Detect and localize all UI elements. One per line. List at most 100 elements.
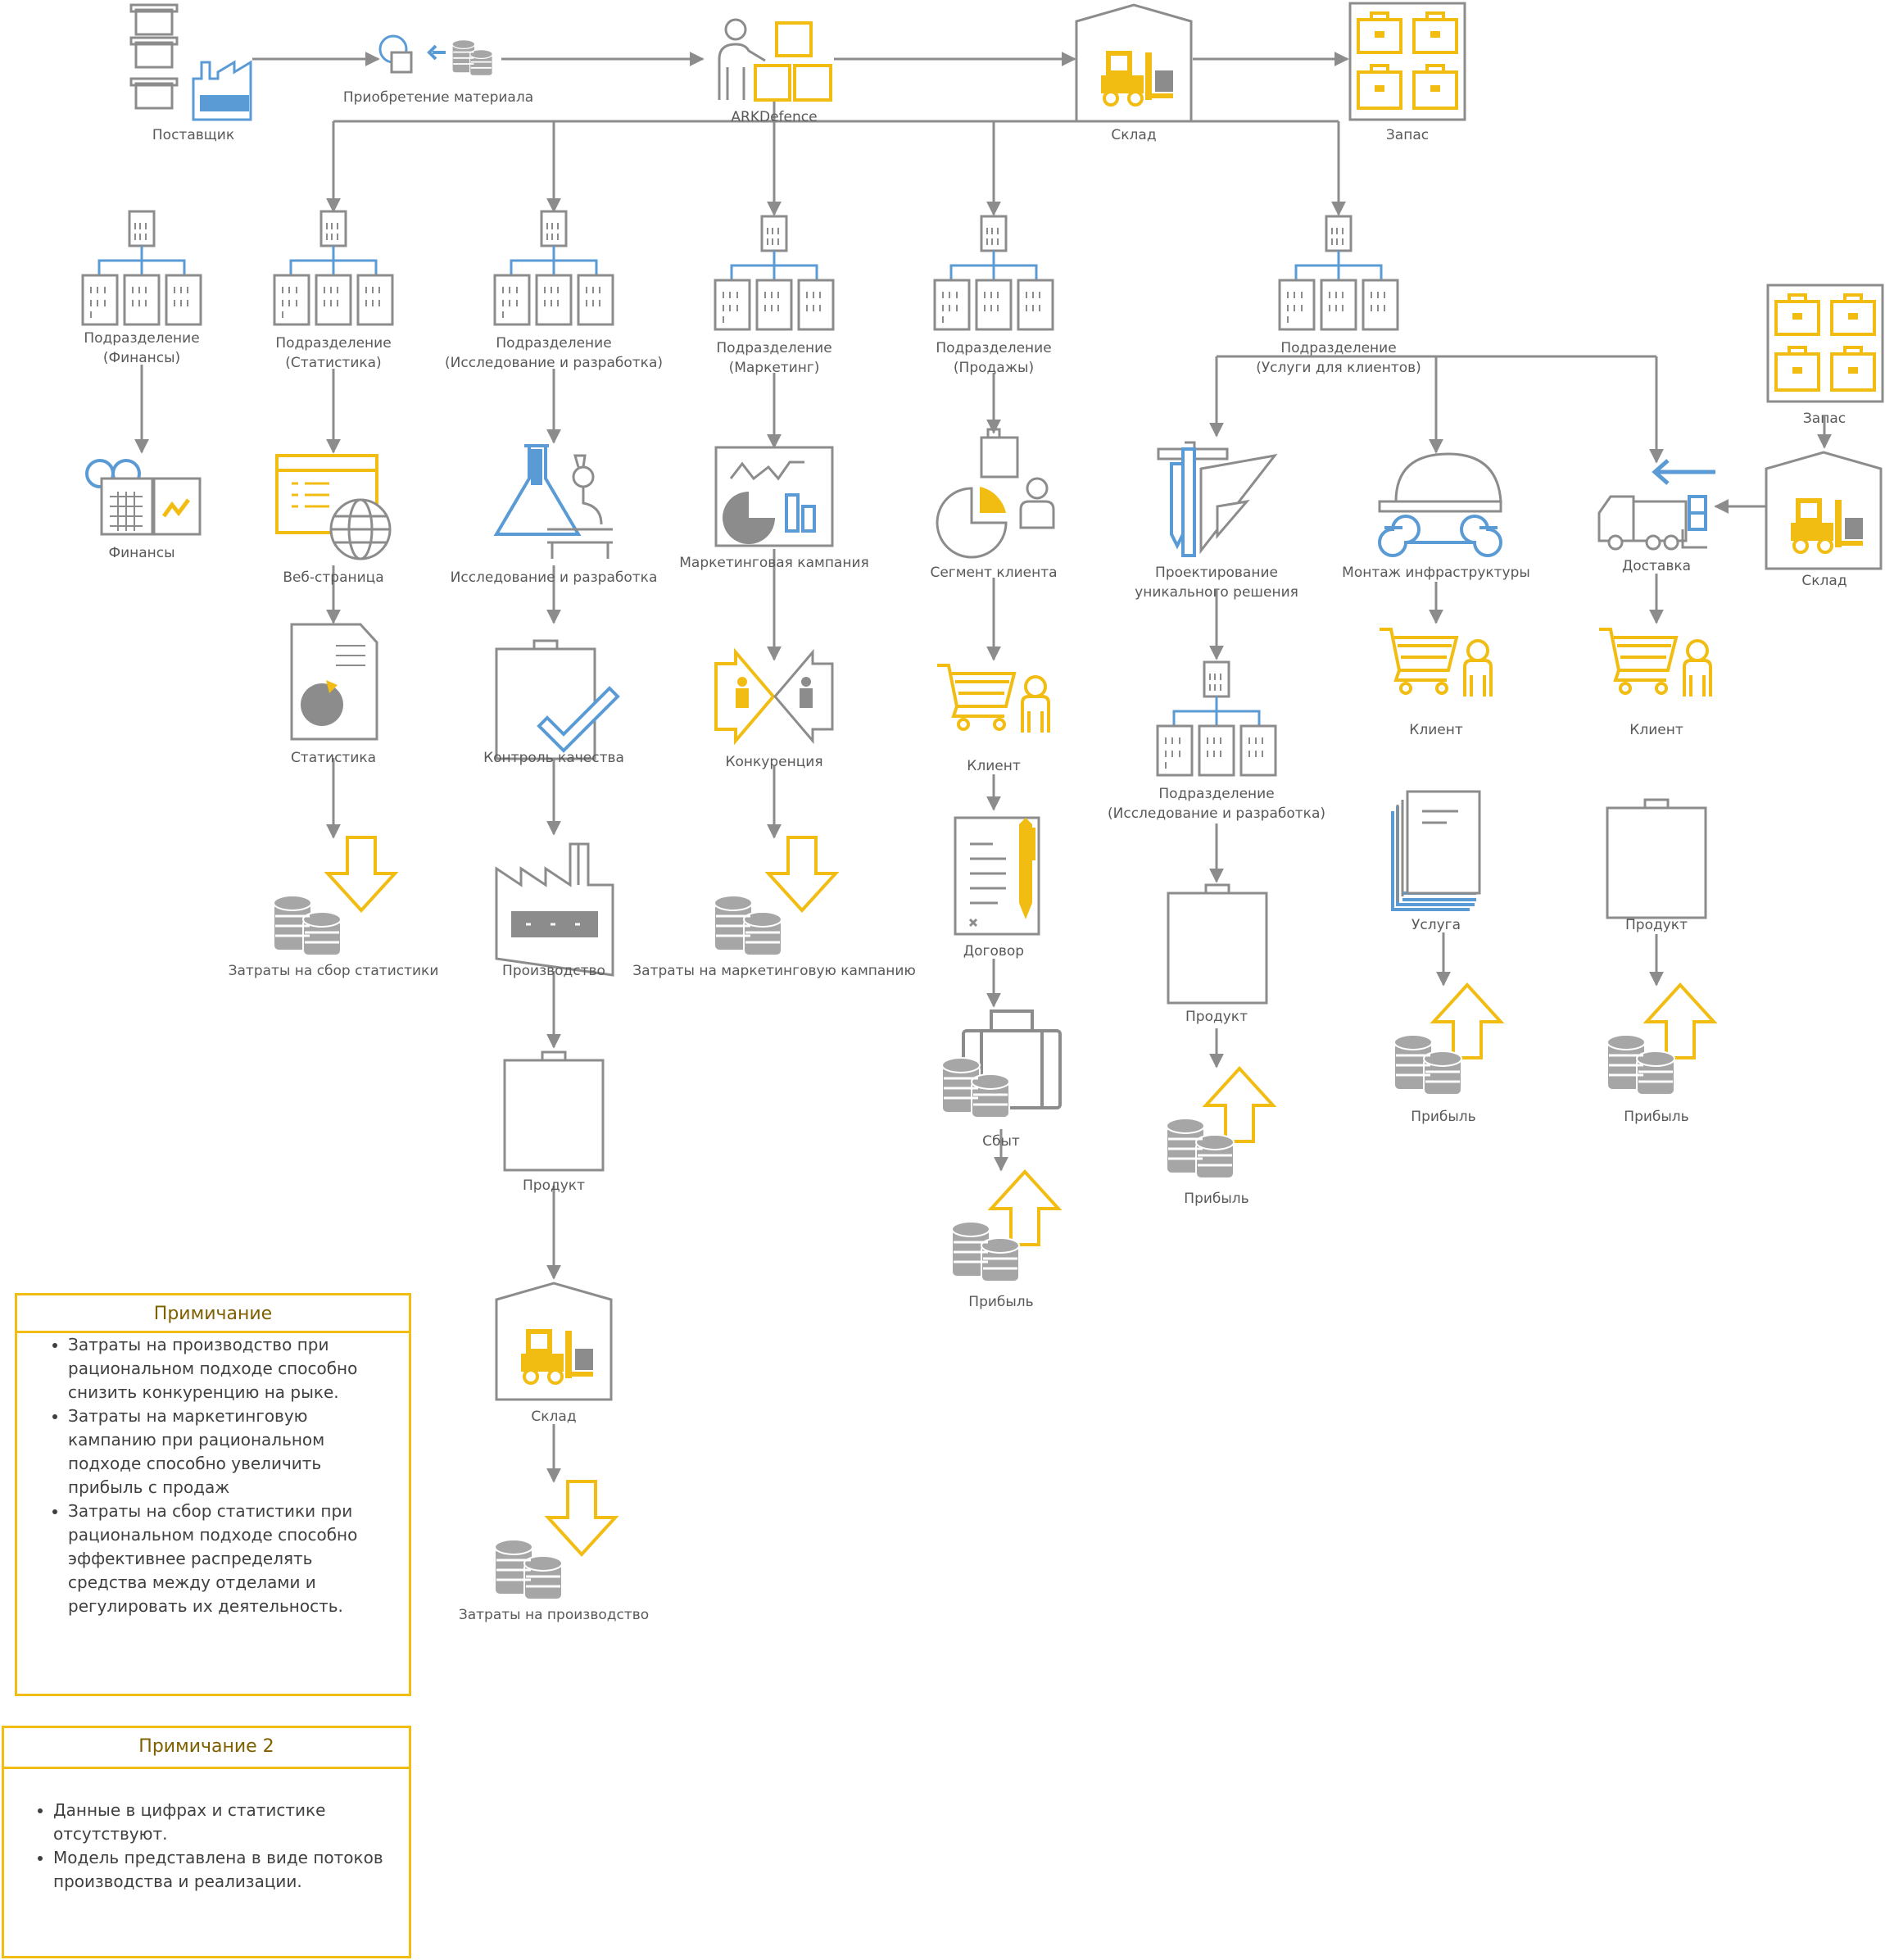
supplier-label: Поставщик [152, 127, 234, 143]
client-sales-label: Клиент [967, 758, 1021, 774]
note1-item: Затраты на производство при рациональном… [68, 1333, 392, 1404]
sales-div-line2: (Продажы) [954, 360, 1034, 376]
stock-right-node: Запас [1766, 284, 1884, 427]
client-delivery-label: Клиент [1629, 722, 1683, 738]
note1-item: Затраты на маркетинговую кампанию при ра… [68, 1404, 392, 1499]
note2-item: Данные в цифрах и статистике отсутствуют… [53, 1799, 392, 1846]
factory-icon [192, 60, 252, 121]
coins-icon [1165, 1117, 1235, 1180]
delivery-label: Доставка [1622, 558, 1691, 574]
design-line1: Проектирование [1155, 565, 1278, 581]
profit-delivery-node: Прибыль [1606, 983, 1715, 1125]
warehouse-rnd-label: Склад [531, 1409, 576, 1425]
service-node: Услуга [1391, 790, 1481, 933]
warehouse-rnd-node: Склад [495, 1282, 613, 1425]
production-costs-node: Затраты на производство [459, 1480, 649, 1623]
statistics-label: Статистика [291, 750, 376, 766]
quality-label: Контроль качества [483, 750, 624, 766]
client-delivery-node: Клиент [1597, 628, 1712, 738]
stats-costs-node: Затраты на сбор статистики [229, 836, 439, 979]
bag-icon [1167, 883, 1268, 1005]
note1-title: Примичание [17, 1295, 409, 1333]
campaign-costs-node: Затраты на маркетинговую кампанию [632, 836, 916, 979]
bag-icon [503, 1050, 605, 1172]
rnd-division-2: Подразделение (Исследование и разработка… [1108, 660, 1325, 822]
campaign-costs-label: Затраты на маркетинговую кампанию [632, 963, 916, 979]
note1-item: Затраты на сбор статистики при рациональ… [68, 1499, 392, 1618]
purchase-icon [378, 34, 494, 77]
production-costs-label: Затраты на производство [459, 1607, 649, 1623]
bag-icon [495, 639, 596, 760]
warehouse-icon [495, 1282, 613, 1401]
finance-div-line1: Подразделение [84, 330, 199, 347]
sales-div-line1: Подразделение [936, 340, 1051, 356]
org-structure-icon [1156, 660, 1277, 777]
competition-node: Конкуренция [714, 647, 834, 770]
finance-division: Подразделение (Финансы) [81, 210, 202, 366]
infra-label: Монтаж инфраструктуры [1342, 565, 1530, 581]
org-structure-icon [493, 210, 614, 326]
factory-icon [495, 842, 614, 977]
coins-icon [272, 894, 342, 957]
note1-list: Затраты на производство при рациональном… [17, 1333, 409, 1618]
sales-division: Подразделение (Продажы) [933, 215, 1054, 376]
webpage-node: Веб-страница [275, 454, 392, 586]
contract-pen-icon [954, 816, 1040, 936]
stats-costs-label: Затраты на сбор статистики [229, 963, 439, 979]
coins-icon [1606, 1033, 1676, 1096]
org-structure-icon [1278, 215, 1399, 331]
purchase-label: Приобретение материала [343, 89, 533, 106]
coins-icon [713, 894, 783, 957]
person-boxes-icon [718, 18, 832, 102]
coins-icon [950, 1220, 1021, 1283]
product-delivery-label: Продукт [1625, 917, 1688, 933]
services-div-line1: Подразделение [1280, 340, 1396, 356]
segment-label: Сегмент клиента [930, 565, 1057, 581]
coins-icon [1393, 1033, 1463, 1096]
warehouse-top-label: Склад [1111, 127, 1156, 143]
stock-icon [1348, 2, 1466, 121]
stats-division: Подразделение (Статистика) [273, 210, 394, 371]
client-sales-node: Клиент [936, 664, 1050, 774]
checkmark-icon [537, 686, 620, 753]
down-arrow-icon [326, 836, 396, 912]
rnd-node: Исследование и разработка [451, 444, 657, 586]
note-box-1: Примичание Затраты на производство при р… [15, 1293, 411, 1696]
org-structure-icon [81, 210, 202, 326]
rnd-div2-line1: Подразделение [1158, 786, 1274, 802]
infra-node: Монтаж инфраструктуры [1342, 452, 1530, 581]
report-chart-icon [290, 623, 378, 741]
competition-label: Конкуренция [725, 754, 822, 770]
note2-title: Примичание 2 [4, 1728, 409, 1769]
profit-sales-node: Прибыль [950, 1170, 1060, 1310]
profit-sales-label: Прибыль [968, 1294, 1033, 1310]
warehouse-top-node: Склад [1075, 3, 1193, 143]
production-label: Производство [502, 963, 605, 979]
org-structure-icon [933, 215, 1054, 331]
cart-person-icon [1378, 628, 1493, 698]
statistics-node: Статистика [290, 623, 378, 766]
drafting-tools-icon [1157, 441, 1278, 557]
profit-design-label: Прибыль [1184, 1191, 1248, 1207]
product-design-node: Продукт [1167, 883, 1268, 1025]
finance-div-line2: (Финансы) [103, 350, 180, 366]
sales-label: Сбыт [982, 1133, 1020, 1150]
org-structure-icon [273, 210, 394, 326]
services-div-line2: (Услуги для клиентов) [1256, 360, 1421, 376]
cart-person-icon [936, 664, 1050, 734]
webpage-icon [275, 454, 392, 560]
warehouse-right-label: Склад [1801, 573, 1846, 589]
down-arrow-icon [767, 836, 837, 912]
bag-icon [1606, 798, 1707, 919]
coins-icon [493, 1538, 564, 1601]
quality-node: Контроль качества [483, 639, 624, 766]
production-node: Производство [495, 842, 614, 979]
lab-flask-icon [493, 444, 613, 559]
documents-stack-icon [1391, 790, 1481, 911]
cart-person-icon [1597, 628, 1712, 698]
finance-icon [85, 459, 202, 536]
stock-right-label: Запас [1803, 411, 1846, 427]
client-infra-node: Клиент [1378, 628, 1493, 738]
webpage-label: Веб-страница [283, 569, 383, 586]
